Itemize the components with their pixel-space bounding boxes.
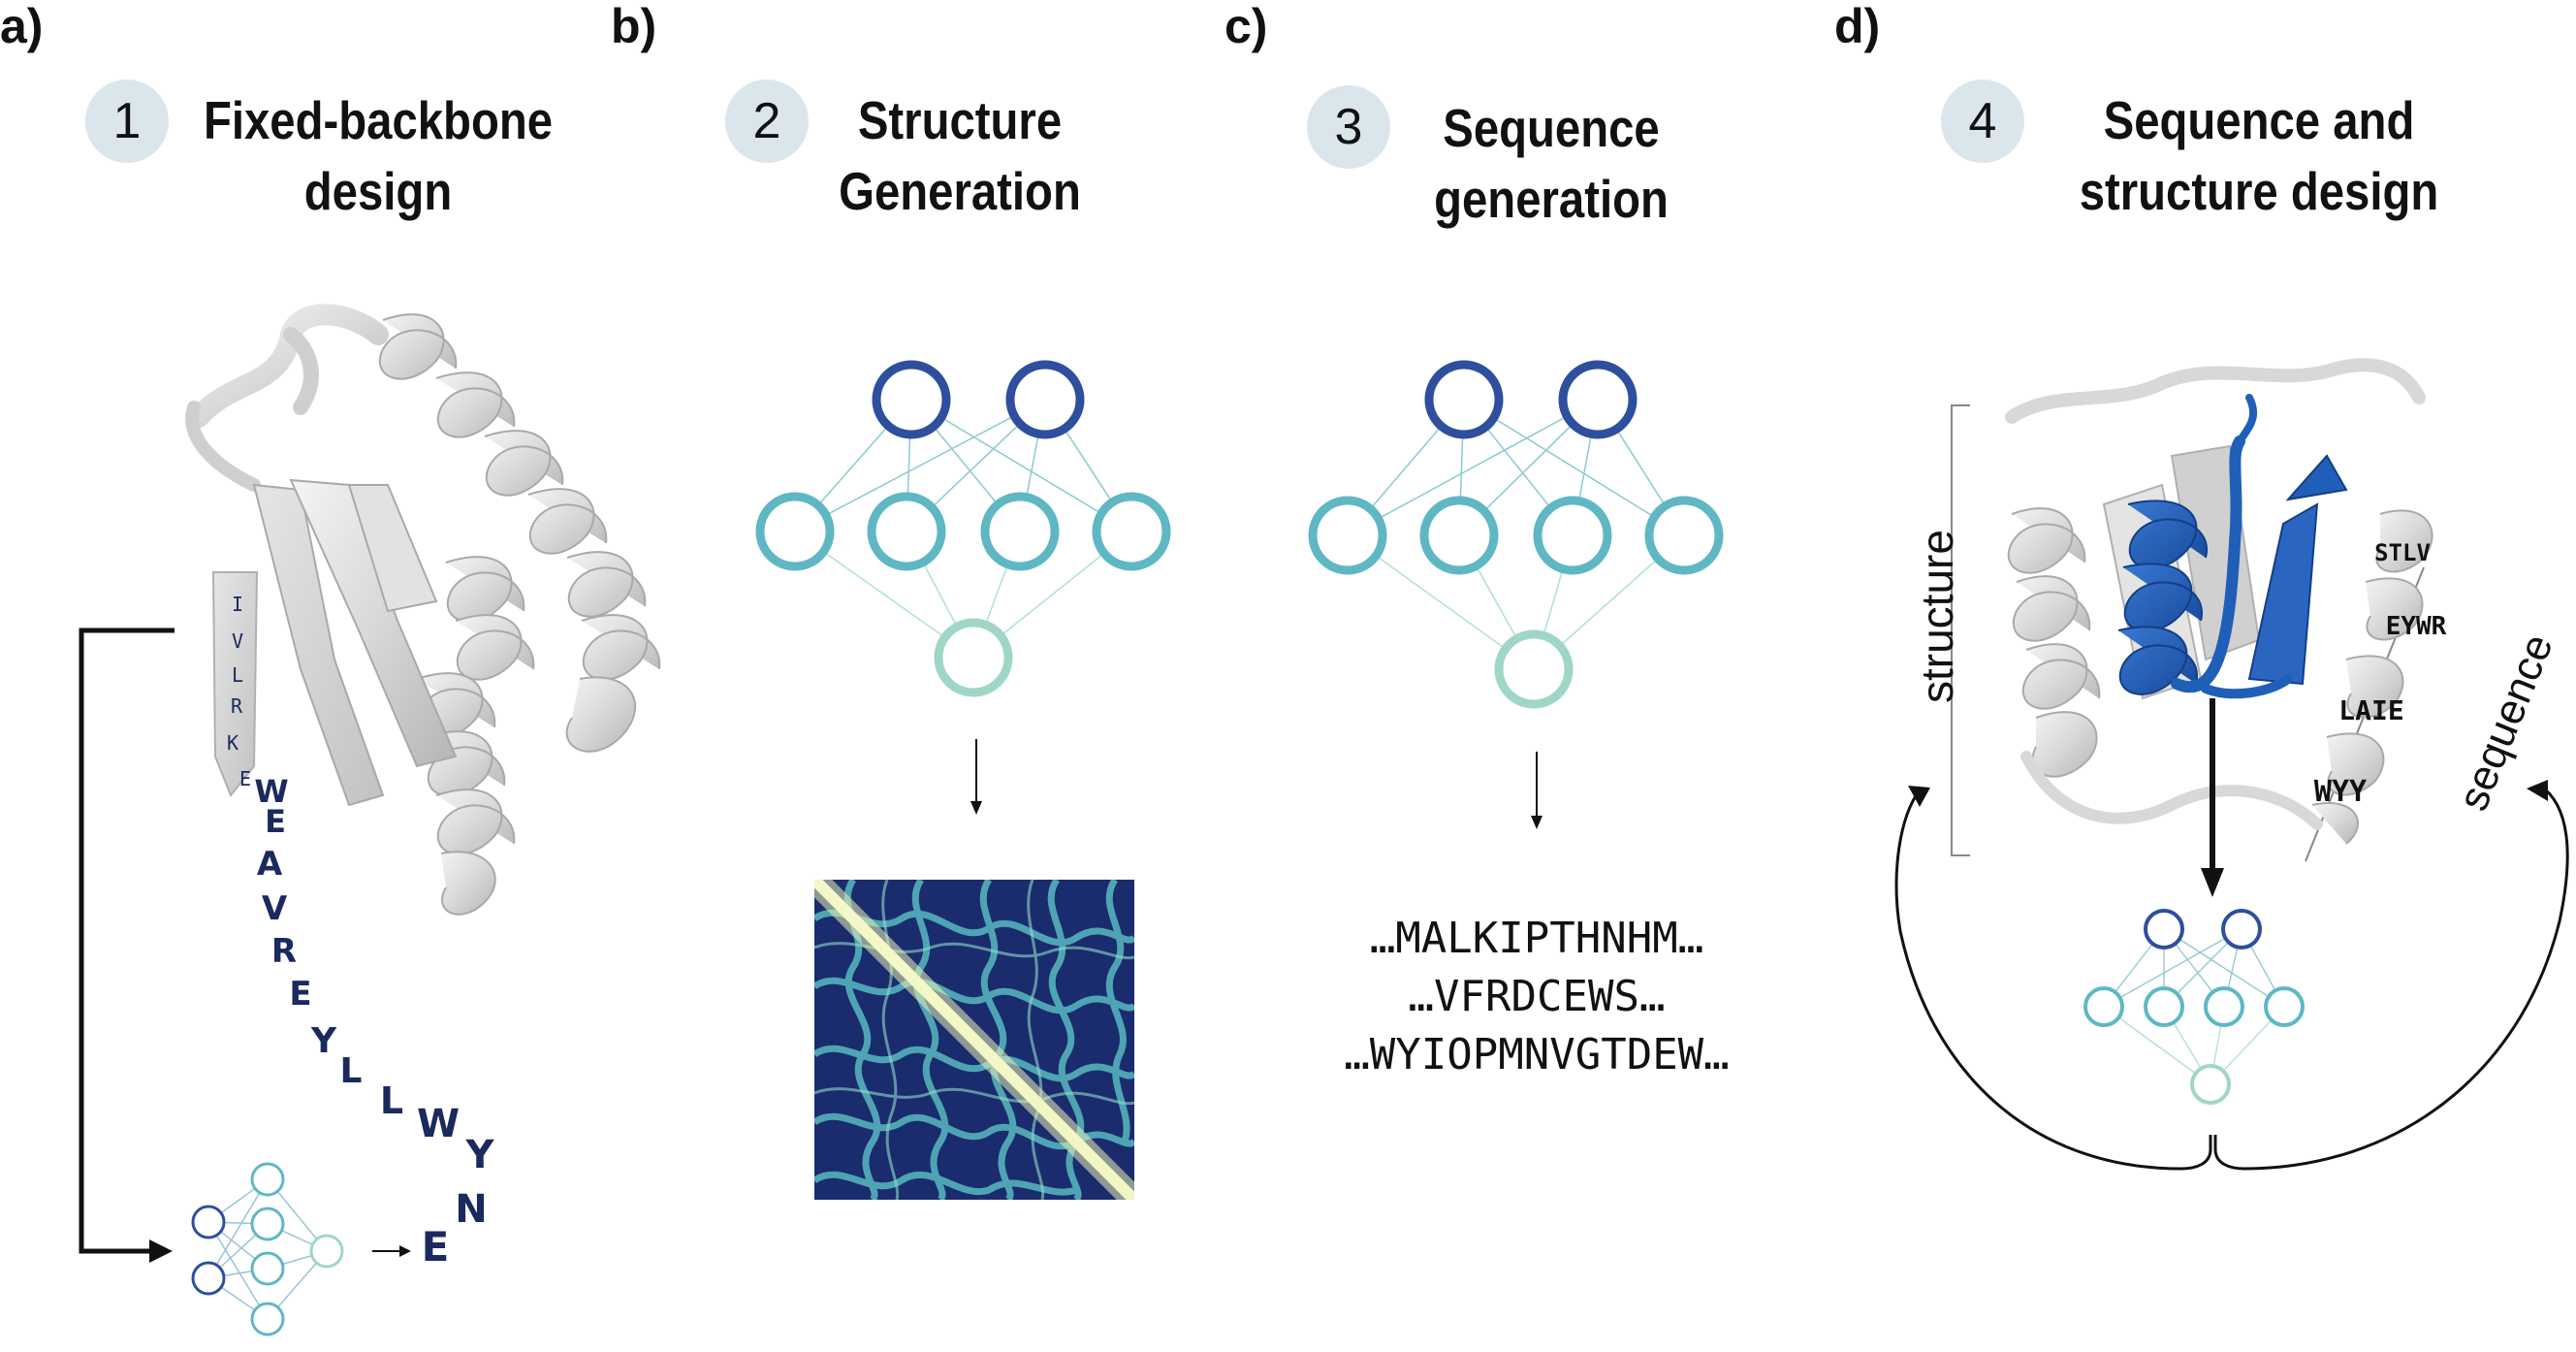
chain-letter: E [265,803,286,840]
strand-letter: R [231,694,243,718]
contact-map [814,880,1134,1200]
step-1-badge: 1 [85,80,169,163]
panel-a-title: Fixed-backbone design [195,85,561,226]
panel-b-letter: b) [611,0,657,53]
chain-letter: L [340,1051,363,1091]
sequence-line-1: …MALKIPTHNHM… [1369,914,1704,963]
panel-d-title-line1: Sequence and [2103,90,2415,150]
panel-b-title: Structure Generation [826,85,1093,226]
sequence-line-2: …VFRDCEWS… [1408,972,1666,1021]
step-2-badge: 2 [725,80,809,163]
chain-letter: E [289,975,311,1014]
panel-b-title-line2: Generation [839,160,1081,221]
panel-d-title: Sequence and structure design [2051,85,2467,226]
strand-letter: V [232,629,243,653]
panel-c-title-line1: Sequence [1443,98,1660,158]
panel-c-title: Sequence generation [1410,93,1693,234]
chain-letter: W [254,773,288,810]
panel-a-network [191,1162,411,1336]
structure-label: structure [1912,530,1962,703]
chain-letter: R [271,932,297,971]
panel-c-letter: c) [1224,0,1268,53]
panel-a-title-line2: design [303,160,453,221]
panel-a-strand-letters: I V L R K E [227,593,251,790]
strand-letter: K [227,731,239,755]
chain-letter: Y [310,1021,337,1061]
panel-a-feedback-arrow [79,628,175,1263]
panel-c-title-line2: generation [1434,168,1669,229]
output-letter: E [422,1223,450,1271]
panel-b-title-line1: Structure [857,90,1063,150]
strand-letter: E [239,767,251,790]
sequence-line-3: …WYIOPMNVGTDEW… [1344,1030,1730,1079]
panel-d-letter: d) [1834,0,1881,53]
strand-letter: L [232,663,243,687]
chain-letter: Y [465,1133,495,1177]
panel-a-chain-letters: W E A V R E Y L L W Y N E [254,773,494,1271]
chain-letter: L [380,1079,403,1122]
chain-letter: A [257,845,283,884]
step-4-badge: 4 [1941,80,2024,163]
panel-a-letter: a) [0,0,44,53]
panel-d-title-line2: structure design [2079,160,2439,221]
chain-letter: N [455,1187,487,1232]
chain-letter: V [262,889,288,928]
step-3-badge: 3 [1307,85,1390,169]
protein-ribbon-a [185,304,661,916]
panel-a-title-line1: Fixed-backbone [203,90,554,150]
chain-letter: W [417,1102,460,1146]
strand-letter: I [232,593,243,616]
